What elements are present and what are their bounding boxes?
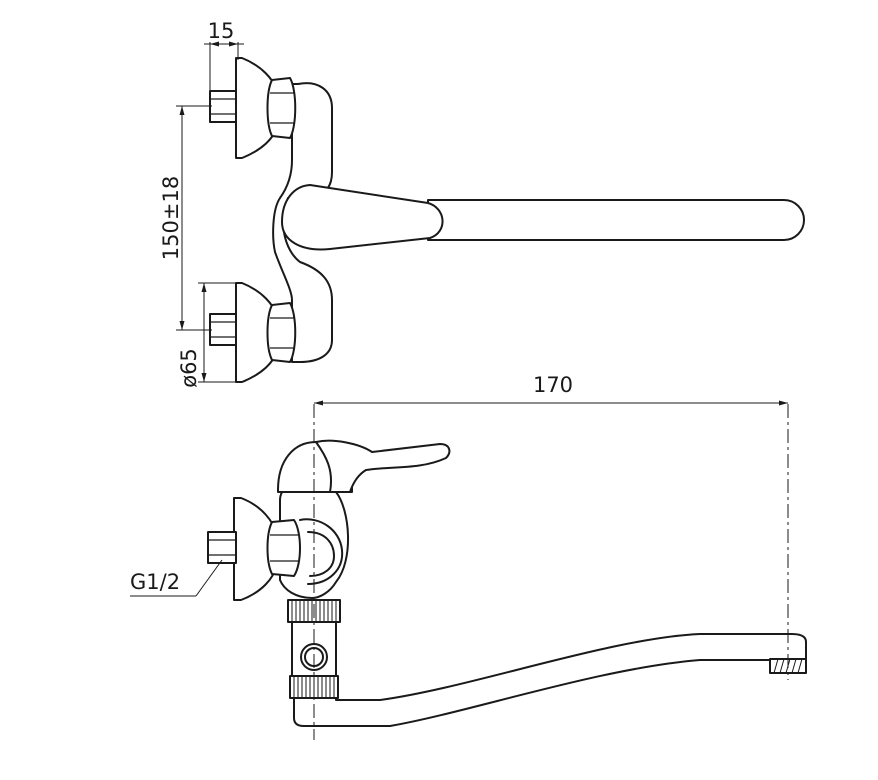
- front-view: 15 150±18 ø65: [159, 19, 805, 388]
- dimension-center-distance: 150±18: [159, 105, 212, 331]
- label-center-distance: 150±18: [159, 176, 183, 260]
- lower-inlet-stub: [209, 313, 239, 346]
- dimension-spout-reach: 170: [314, 373, 788, 406]
- lower-connector: [209, 282, 297, 383]
- side-lever: [315, 439, 451, 493]
- side-hex-nut: [266, 519, 301, 577]
- swivel-nut-knurl: [291, 600, 337, 622]
- upper-inlet-stub: [209, 90, 239, 123]
- long-spout: [293, 633, 807, 727]
- cartridge-cutout-inner: [307, 531, 335, 577]
- lever-handle: [281, 184, 444, 251]
- swivel-collar-knurl: [293, 676, 335, 698]
- lower-hex-nut: [266, 302, 297, 363]
- cartridge-cutout: [299, 518, 344, 585]
- upper-connector: [209, 57, 297, 159]
- spout-arm: [427, 199, 805, 241]
- dimension-flange-diameter: ø65: [177, 282, 238, 388]
- upper-hex-nut: [266, 77, 297, 139]
- label-flange-diameter: ø65: [177, 348, 201, 388]
- label-spout-reach: 170: [533, 373, 573, 397]
- label-thread-size: G1/2: [130, 570, 180, 594]
- mixer-body: [272, 82, 333, 363]
- label-connector-depth: 15: [208, 19, 235, 43]
- side-view: 170 G1/2: [130, 373, 807, 740]
- dimension-connector-depth: 15: [204, 19, 244, 92]
- side-inlet-stub: [207, 531, 237, 564]
- thread-callout: G1/2: [130, 559, 223, 597]
